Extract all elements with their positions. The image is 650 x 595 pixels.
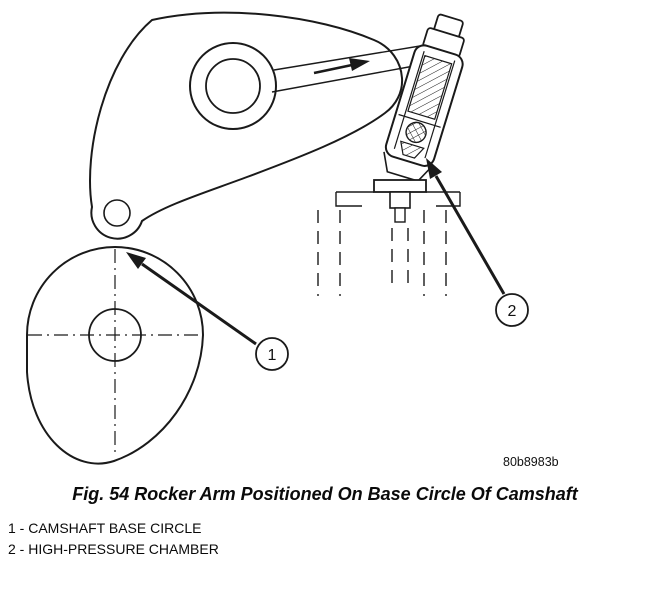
rocker-pivot-boss-outer: [189, 42, 277, 130]
head-ledge-right: [426, 191, 461, 207]
figure-code: 80b8983b: [503, 455, 559, 469]
cylinder-head-mount: [317, 179, 461, 296]
check-ball: [405, 121, 427, 144]
flow-direction-arrow-icon: [313, 58, 370, 75]
figure-diagram: 1 2 80b8983b: [26, 11, 559, 469]
callout-1-marker: [255, 337, 289, 371]
cam-lobe-outline: [26, 246, 205, 465]
oil-passage-upper-line: [273, 45, 421, 71]
callout-2: 2: [426, 158, 529, 327]
callout-1-arrowhead: [126, 252, 146, 269]
callout-2-marker: [495, 293, 529, 327]
adjuster-chamber-top-line: [398, 113, 441, 128]
callout-2-label: 2: [508, 303, 517, 320]
adjuster-plunger-section: [407, 54, 453, 121]
adjuster-body-taper: [383, 151, 433, 182]
hidden-bore-lines: [317, 210, 447, 296]
adjuster-stem: [389, 191, 411, 209]
rocker-arm-outline: [89, 11, 404, 240]
legend-item-2: 2 - HIGH-PRESSURE CHAMBER: [8, 541, 219, 558]
callout-2-arrowhead: [426, 158, 442, 179]
figure-caption: Fig. 54 Rocker Arm Positioned On Base Ci…: [72, 484, 578, 504]
rocker-pivot-boss-inner: [205, 58, 261, 114]
camshaft-lobe: [26, 246, 205, 465]
high-pressure-chamber-seat: [400, 140, 425, 159]
callout-1: 1: [126, 252, 289, 371]
adjuster-flange: [373, 179, 427, 193]
figure-legend: 1 - CAMSHAFT BASE CIRCLE 2 - HIGH-PRESSU…: [0, 518, 650, 560]
callout-1-label: 1: [268, 347, 277, 364]
rocker-arm-diagram: 1 2 80b8983b: [26, 11, 559, 469]
callout-2-arrow-line: [434, 175, 506, 295]
cam-centerlines: [28, 249, 202, 452]
lash-adjuster: [383, 13, 465, 182]
rocker-arm-end-hole: [103, 199, 131, 227]
callout-1-arrow-line: [141, 262, 257, 346]
legend-item-1: 1 - CAMSHAFT BASE CIRCLE: [8, 520, 202, 537]
adjuster-stem-tip: [394, 207, 406, 223]
oil-passage-lower-line: [271, 65, 415, 93]
head-ledge-left: [335, 191, 374, 207]
adjuster-bore-left-line: [393, 51, 425, 149]
rocker-arm: [89, 11, 421, 240]
adjuster-bore-right-line: [424, 60, 456, 159]
